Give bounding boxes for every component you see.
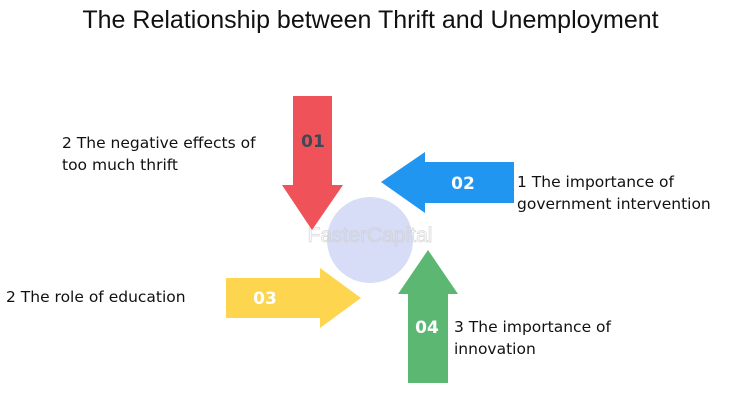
label-01-line2: too much thrift xyxy=(62,156,179,174)
label-02-line1: 1 The importance of xyxy=(517,173,674,191)
arrow-number-04: 04 xyxy=(415,318,439,338)
label-04-line1: 3 The importance of xyxy=(454,318,611,336)
label-04-line2: innovation xyxy=(454,340,536,358)
watermark: FasterCapital xyxy=(308,224,433,247)
label-03-line1: 2 The role of education xyxy=(6,288,186,306)
arrow-number-01: 01 xyxy=(301,132,325,152)
arrow-number-03: 03 xyxy=(253,289,277,309)
arrow-number-02: 02 xyxy=(451,174,475,194)
center-circle xyxy=(327,197,413,283)
label-01-line1: 2 The negative effects of xyxy=(62,134,256,152)
arrow-01 xyxy=(282,96,343,230)
label-01: 2 The negative effects of too much thrif… xyxy=(62,132,256,176)
label-03: 2 The role of education xyxy=(6,286,186,308)
arrow-03 xyxy=(226,268,361,328)
label-02: 1 The importance of government intervent… xyxy=(517,171,711,215)
arrow-02 xyxy=(381,152,514,213)
label-02-line2: government intervention xyxy=(517,195,711,213)
label-04: 3 The importance of innovation xyxy=(454,316,611,360)
arrow-04 xyxy=(398,250,458,383)
diagram-title: The Relationship between Thrift and Unem… xyxy=(82,6,659,34)
